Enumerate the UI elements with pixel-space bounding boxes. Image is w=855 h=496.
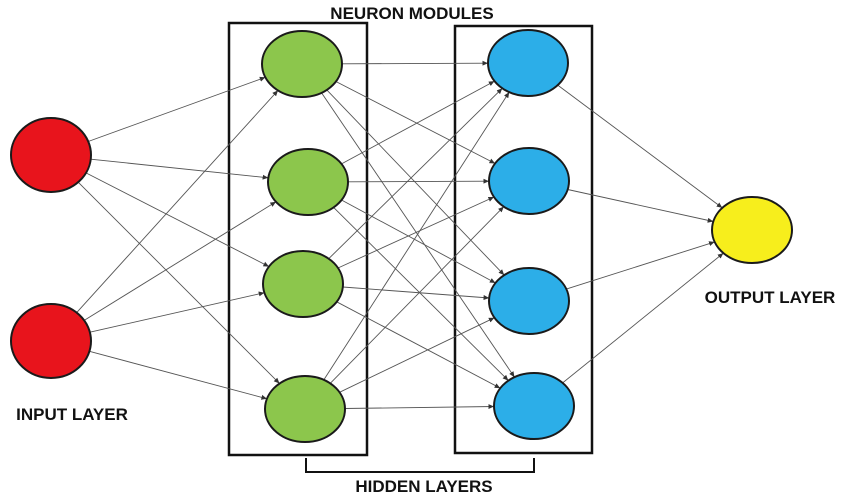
neuron-nodes xyxy=(10,29,793,443)
edge-hidden1-2-to-hidden2-4 xyxy=(333,207,509,381)
edge-hidden1-3-to-hidden2-3 xyxy=(342,286,490,301)
hidden1-neuron-3 xyxy=(262,250,344,318)
edge-hidden2-1-to-output-1 xyxy=(557,84,723,209)
hidden-layers-bracket xyxy=(305,458,535,473)
edge-hidden1-4-to-hidden2-4 xyxy=(344,404,495,410)
edge-hidden1-4-to-hidden2-2 xyxy=(329,206,505,384)
edge-hidden1-3-to-hidden2-4 xyxy=(336,301,501,389)
hidden2-neuron-2 xyxy=(488,147,570,215)
edge-hidden1-2-to-hidden2-1 xyxy=(341,80,495,165)
edge-hidden2-2-to-output-1 xyxy=(567,189,714,223)
output-layer-label: OUTPUT LAYER xyxy=(705,288,836,307)
input-neuron-2 xyxy=(10,303,92,379)
neuron-modules-label: NEURON MODULES xyxy=(330,4,493,23)
edge-input-1-to-hidden1-2 xyxy=(90,158,269,180)
edge-input-1-to-hidden1-4 xyxy=(77,181,280,384)
hidden-layers-label: HIDDEN LAYERS xyxy=(355,477,492,496)
input-layer-label: INPUT LAYER xyxy=(16,405,128,424)
edge-hidden1-3-to-hidden2-2 xyxy=(337,196,495,269)
edge-hidden1-1-to-hidden2-4 xyxy=(321,92,515,378)
edge-input-2-to-hidden1-4 xyxy=(89,350,268,400)
connection-edges xyxy=(76,60,724,410)
edge-hidden2-3-to-output-1 xyxy=(566,241,715,290)
edge-hidden1-4-to-hidden2-3 xyxy=(339,317,495,393)
hidden2-neuron-3 xyxy=(488,267,570,335)
output-neuron-1 xyxy=(711,196,793,264)
hidden-module-box-1 xyxy=(227,21,369,457)
edge-hidden2-4-to-output-1 xyxy=(562,252,724,384)
edge-input-2-to-hidden1-2 xyxy=(83,201,277,321)
edge-hidden1-1-to-hidden2-2 xyxy=(335,81,496,164)
hidden1-neuron-4 xyxy=(264,375,346,443)
edge-hidden1-3-to-hidden2-1 xyxy=(328,87,503,260)
edge-hidden1-1-to-hidden2-3 xyxy=(326,89,505,276)
hidden-module-box-2 xyxy=(453,24,594,455)
edge-hidden1-2-to-hidden2-2 xyxy=(347,178,490,184)
edge-input-1-to-hidden1-1 xyxy=(88,76,266,142)
edge-hidden1-1-to-hidden2-1 xyxy=(341,60,489,66)
edge-hidden1-4-to-hidden2-1 xyxy=(323,91,510,381)
input-neuron-1 xyxy=(10,117,92,193)
hidden2-neuron-4 xyxy=(493,372,575,440)
edge-input-2-to-hidden1-3 xyxy=(89,291,265,333)
edge-input-1-to-hidden1-3 xyxy=(85,172,270,268)
hidden2-neuron-1 xyxy=(487,29,569,97)
hidden1-neuron-1 xyxy=(261,30,343,98)
edge-hidden1-2-to-hidden2-3 xyxy=(341,199,496,284)
hidden1-neuron-2 xyxy=(267,148,349,216)
edge-input-2-to-hidden1-1 xyxy=(76,90,279,313)
